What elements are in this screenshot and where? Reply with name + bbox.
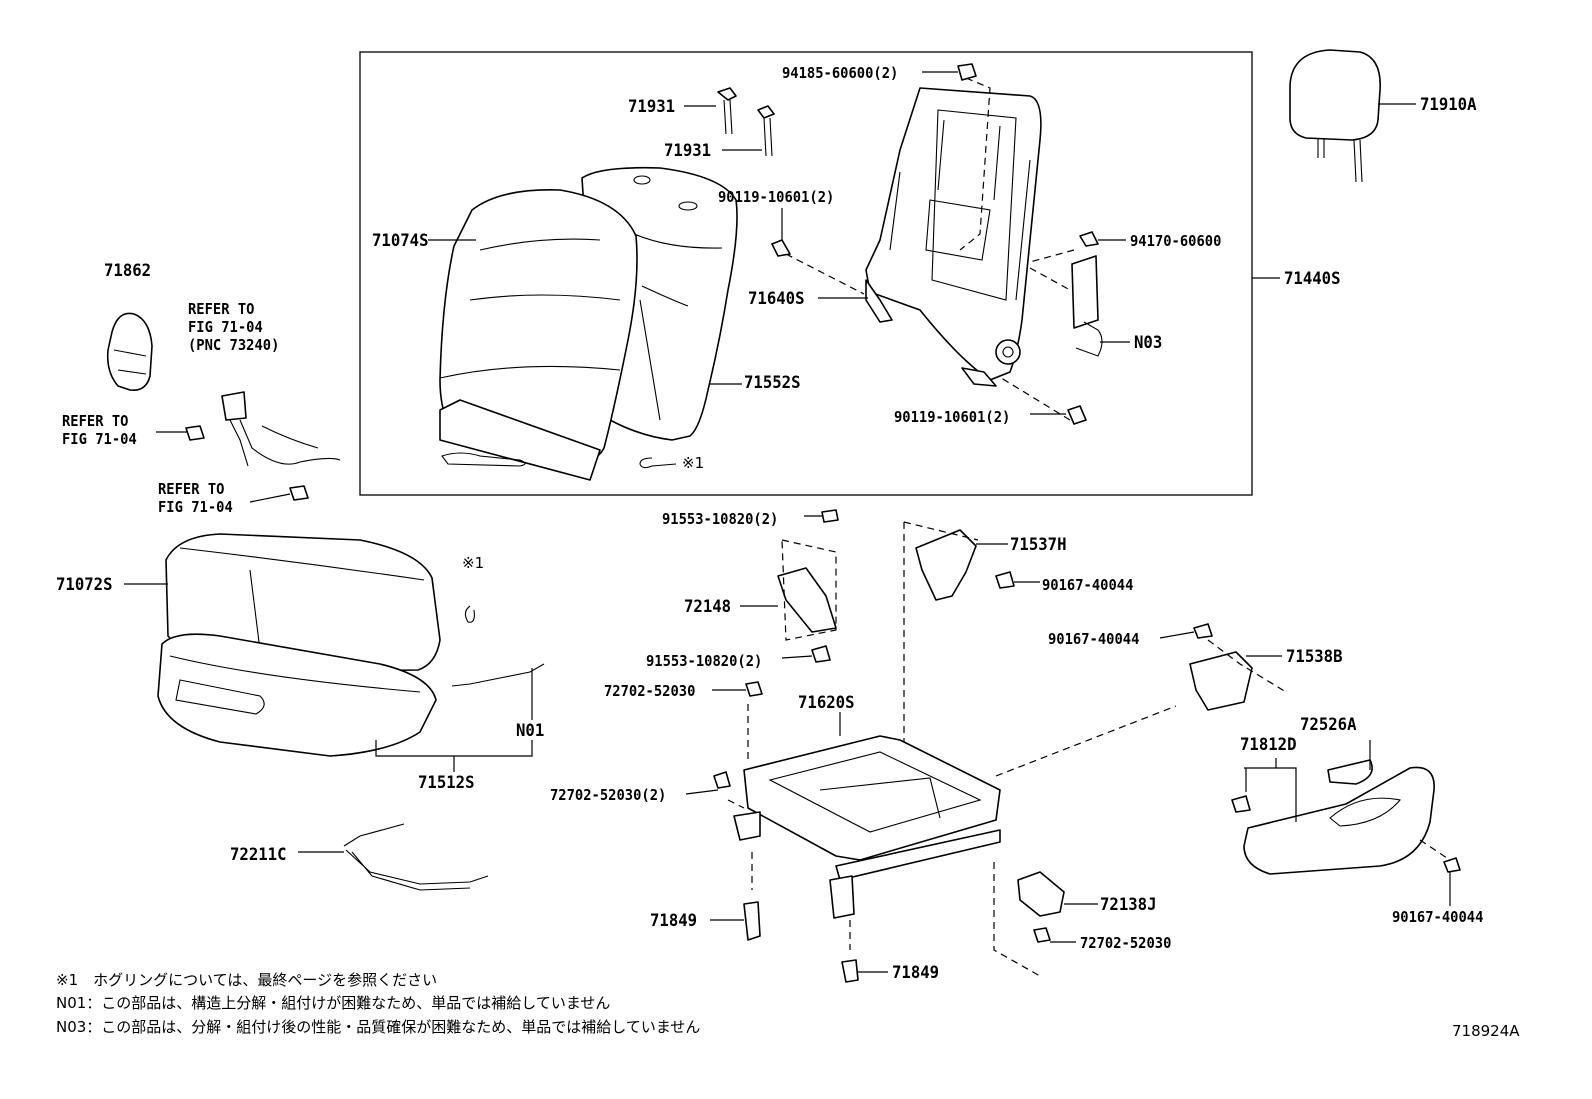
callout-94170-60600: 94170-60600 [1130, 232, 1222, 250]
figure-code: 718924A [1452, 1022, 1520, 1040]
refer3-line1: REFER TO [158, 480, 225, 498]
recliner-cover [106, 312, 153, 392]
footnote-n01: N01：この部品は、構造上分解・組付けが困難なため、単品では補給していません [56, 994, 611, 1012]
callout-72702-52030-a: 72702-52030 [604, 682, 696, 700]
seatbelt-buckle [156, 391, 341, 503]
callout-star1-lower: ※1 [462, 554, 485, 572]
callout-71074S: 71074S [372, 231, 429, 251]
seat-cushion-pad [157, 633, 545, 772]
callout-90167-40044-c: 90167-40044 [1392, 908, 1484, 926]
seatback-frame [785, 77, 1075, 421]
callout-71640S: 71640S [748, 289, 805, 309]
refer2-line1: REFER TO [62, 412, 129, 430]
footnote-n03: N03：この部品は、分解・組付け後の性能・品質確保が困難なため、単品では補給して… [56, 1018, 701, 1036]
callout-71849-bottom: 71849 [892, 963, 940, 983]
callout-90119-10601-upper: 90119-10601(2) [718, 188, 835, 206]
callout-71849-left: 71849 [650, 911, 698, 931]
callout-71620S: 71620S [798, 693, 855, 713]
callout-71512S: 71512S [418, 773, 475, 793]
screws-upper [684, 63, 1280, 425]
callout-72526A: 72526A [1300, 715, 1357, 735]
callout-71931-lower: 71931 [664, 141, 712, 161]
callout-71538B: 71538B [1286, 647, 1343, 667]
callout-71910A: 71910A [1420, 95, 1477, 115]
callout-N01: N01 [516, 721, 545, 741]
refer-to-fig-71-04-b: REFER TO FIG 71-04 [158, 480, 233, 516]
callout-71552S: 71552S [744, 373, 801, 393]
track-bolts [685, 681, 888, 983]
callout-91553-10820-upper: 91553-10820(2) [662, 510, 779, 528]
callout-72702-52030-b: 72702-52030(2) [550, 786, 667, 804]
callout-71440S: 71440S [1284, 269, 1341, 289]
hog-ring [639, 457, 677, 469]
callout-star1-upper: ※1 [682, 454, 705, 472]
seat-adjuster [727, 522, 1177, 977]
refer-to-fig-pnc73240: REFER TO FIG 71-04 (PNC 73240) [188, 300, 279, 354]
callout-71812D: 71812D [1240, 735, 1297, 755]
callout-72702-52030-c: 72702-52030 [1080, 934, 1172, 952]
side-airbag [1029, 255, 1130, 357]
callout-72148: 72148 [684, 597, 732, 617]
callout-N03: N03 [1134, 333, 1163, 353]
callout-71931-upper: 71931 [628, 97, 676, 117]
callout-72211C: 72211C [230, 845, 287, 865]
hog-ring-2 [464, 605, 475, 623]
track-cover [1017, 871, 1098, 943]
refer-to-fig-71-04-a: REFER TO FIG 71-04 [62, 412, 137, 448]
callout-90119-10601-lower: 90119-10601(2) [894, 408, 1011, 426]
callout-71537H: 71537H [1010, 535, 1067, 555]
callout-71862: 71862 [104, 261, 152, 281]
refer1-line3: (PNC 73240) [188, 336, 280, 354]
footnote-hog-ring: ※1 ホグリングについては、最終ページを参照ください [56, 971, 438, 989]
inner-cover [903, 521, 1040, 601]
seatback-assembly-box [359, 51, 1253, 496]
headrest [1289, 49, 1416, 183]
bracket [740, 509, 839, 663]
refer1-line1: REFER TO [188, 300, 255, 318]
callout-72138J: 72138J [1100, 895, 1157, 915]
outer-cover [1159, 623, 1287, 711]
side-shield [1231, 740, 1461, 906]
callout-90167-40044-b: 90167-40044 [1048, 630, 1140, 648]
refer2-line2: FIG 71-04 [62, 430, 137, 448]
refer3-line2: FIG 71-04 [158, 498, 233, 516]
callout-90167-40044-a: 90167-40044 [1042, 576, 1134, 594]
seatback-cover [428, 189, 742, 481]
callout-91553-10820-lower: 91553-10820(2) [646, 652, 763, 670]
callout-94185-60600: 94185-60600(2) [782, 64, 899, 82]
callout-71072S: 71072S [56, 575, 113, 595]
refer1-line2: FIG 71-04 [188, 318, 263, 336]
seat-wire [343, 823, 489, 891]
